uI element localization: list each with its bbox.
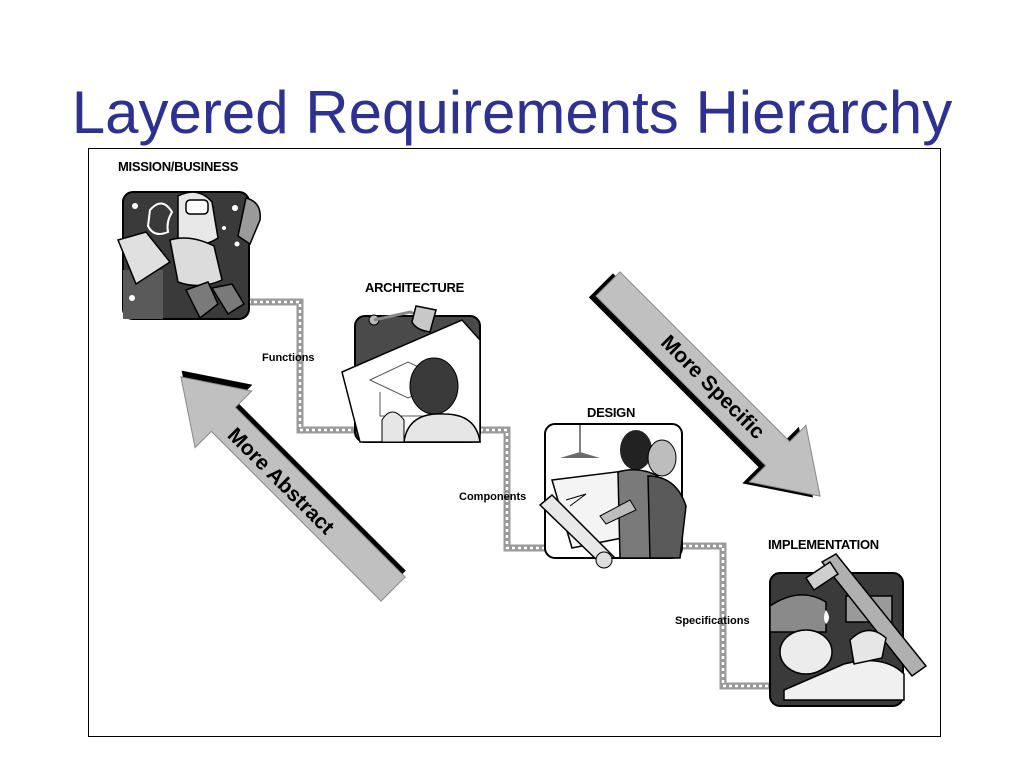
stage-label-implementation: IMPLEMENTATION [768, 537, 879, 552]
more-abstract-arrow [180, 370, 406, 602]
more-abstract-label: More Abstract [223, 424, 339, 540]
blueprint-lamp-icon [341, 305, 481, 443]
stage-label-architecture: ARCHITECTURE [365, 280, 464, 295]
connector-paths [248, 298, 770, 690]
pipe-wrench-icon [769, 553, 928, 707]
designer-drafting-icon [538, 423, 687, 569]
connector-label-specifications: Specifications [675, 615, 750, 627]
slide-title: Layered Requirements Hierarchy [71, 79, 953, 146]
more-specific-arrow [588, 271, 821, 498]
connector-label-components: Components [459, 491, 527, 503]
stage-label-design: DESIGN [587, 405, 636, 420]
diagram-frame [88, 148, 941, 737]
connector-label-functions: Functions [262, 352, 315, 364]
stage-label-mission-business: MISSION/BUSINESS [118, 159, 239, 174]
astronaut-icon [116, 191, 261, 320]
